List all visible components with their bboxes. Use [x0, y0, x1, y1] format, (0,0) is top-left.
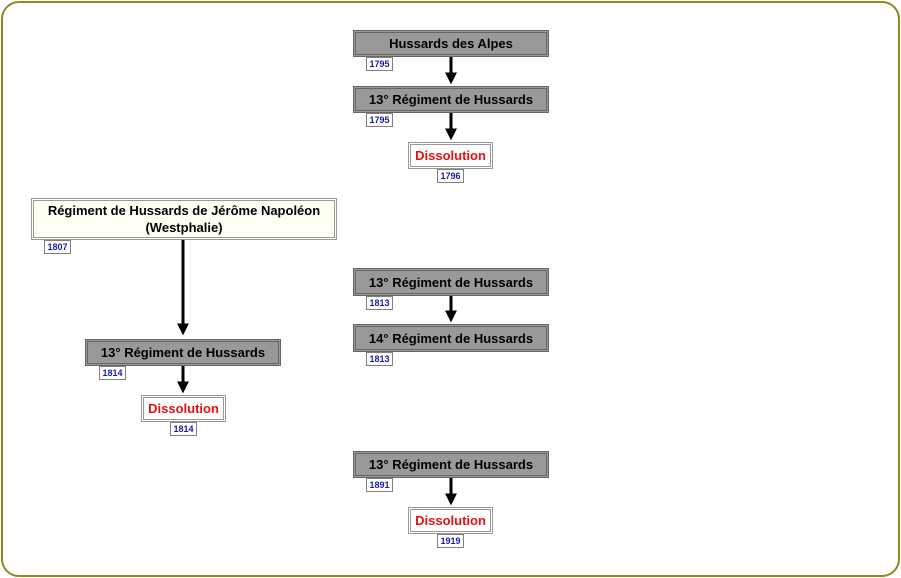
- dissolution-node: Dissolution: [408, 142, 493, 169]
- regiment-node: 14° Régiment de Hussards: [353, 324, 549, 352]
- dissolution-node: Dissolution: [141, 395, 226, 422]
- regiment-node: 13° Régiment de Hussards: [353, 86, 549, 113]
- year-badge: 1796: [437, 169, 464, 183]
- year-badge: 1919: [437, 534, 464, 548]
- year-badge: 1813: [366, 352, 393, 366]
- year-badge: 1814: [170, 422, 197, 436]
- year-badge: 1814: [99, 366, 126, 380]
- year-badge: 1807: [44, 240, 71, 254]
- year-badge: 1795: [366, 113, 393, 127]
- year-badge: 1891: [366, 478, 393, 492]
- year-badge: 1813: [366, 296, 393, 310]
- year-badge: 1795: [366, 57, 393, 71]
- regiment-node: 13° Régiment de Hussards: [85, 339, 281, 366]
- regiment-node: 13° Régiment de Hussards: [353, 268, 549, 296]
- dissolution-node: Dissolution: [408, 507, 493, 534]
- regiment-node: Régiment de Hussards de Jérôme Napoléon …: [31, 198, 337, 240]
- regiment-node: Hussards des Alpes: [353, 30, 549, 57]
- regiment-node: 13° Régiment de Hussards: [353, 451, 549, 478]
